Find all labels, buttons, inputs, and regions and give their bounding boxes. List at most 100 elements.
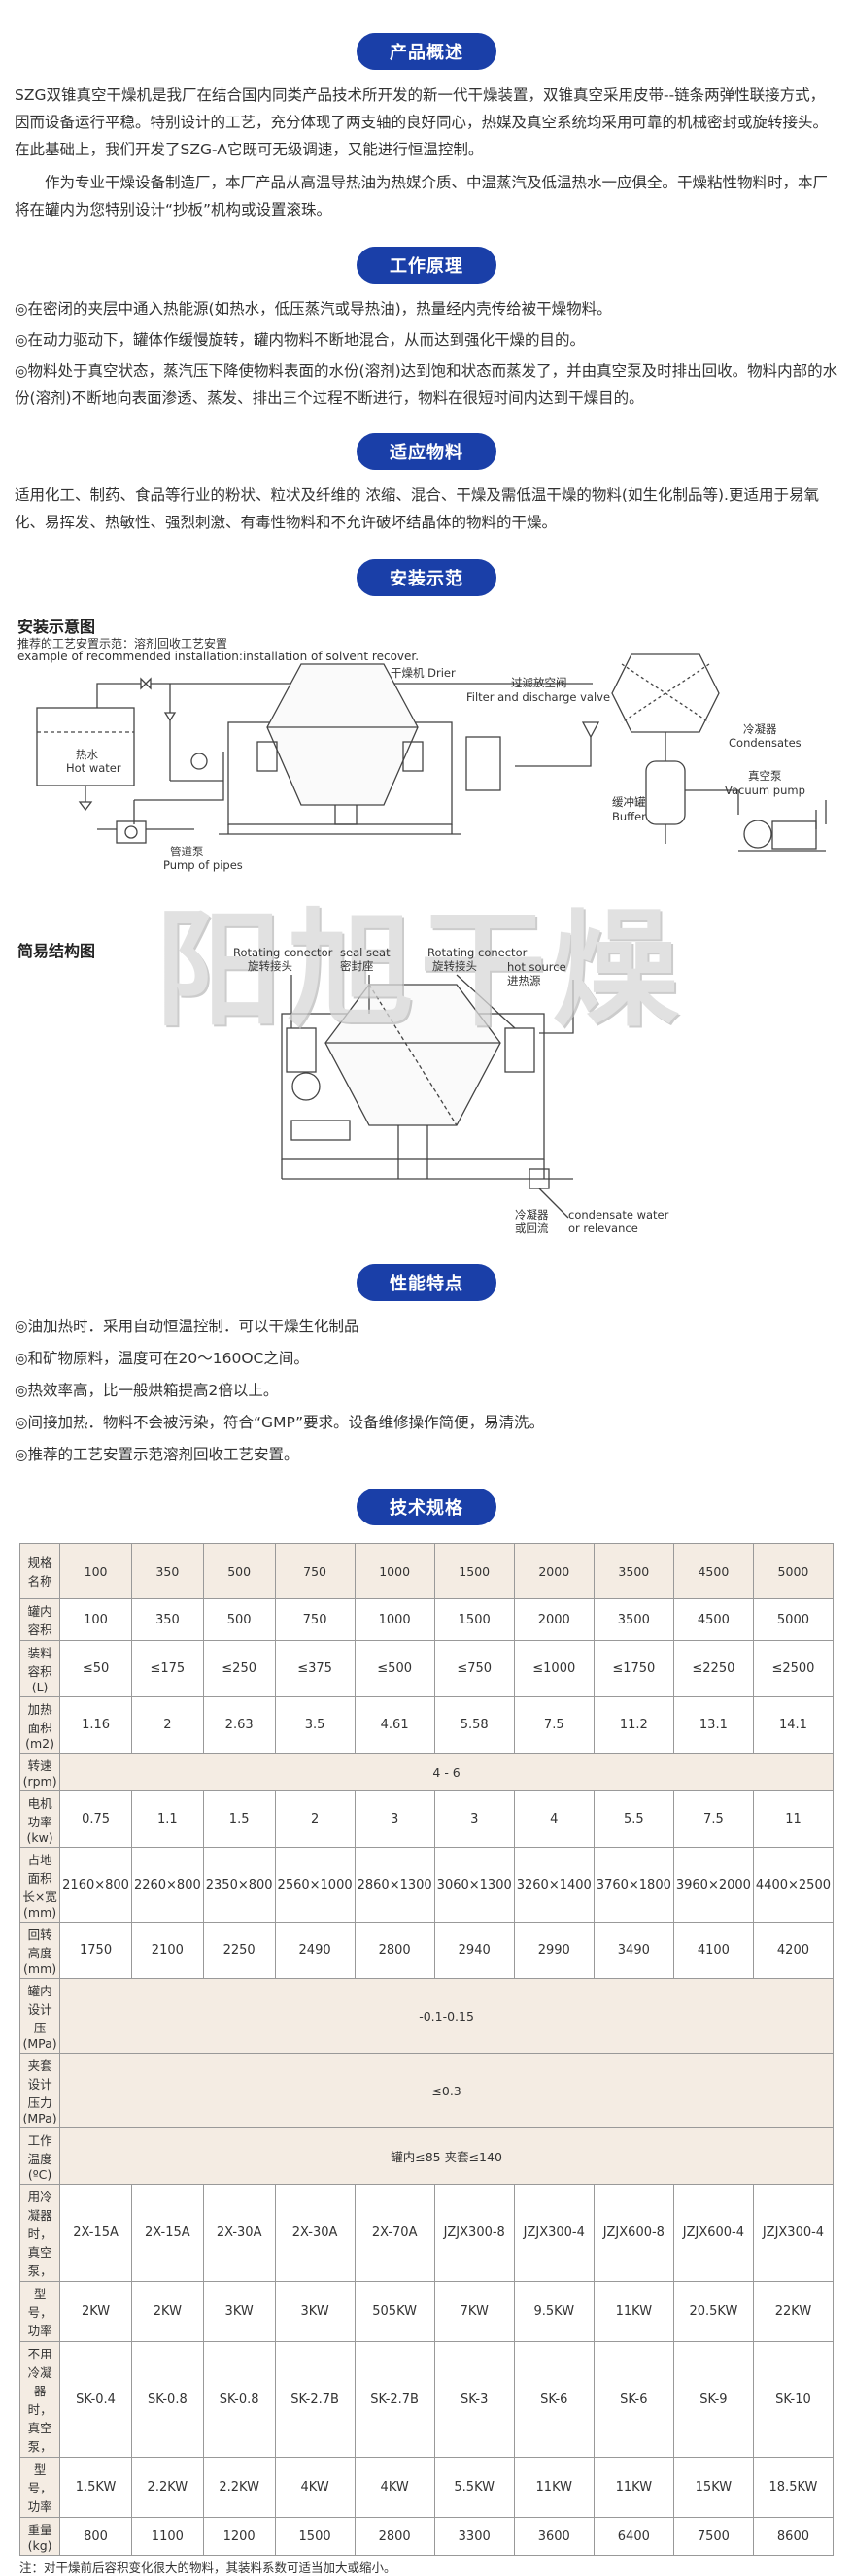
materials-paragraph: 适用化工、制药、食品等行业的粉状、粒状及纤维的 浓缩、混合、干燥及需低温干燥的物… (15, 486, 819, 531)
table-cell: JZJX300-4 (513, 2184, 595, 2282)
watermark-logo: 阳旭干燥 (155, 896, 685, 1044)
row-label: 罐内容积 (18, 1598, 61, 1641)
table-cell: 500 (202, 1598, 276, 1641)
table-cell: 3760×1800 (593, 1847, 674, 1923)
table-cell: 3260×1400 (513, 1847, 595, 1923)
table-cell: 4 (513, 1790, 595, 1848)
table-cell: 4KW (354, 2457, 435, 2518)
table-cell: 2.2KW (130, 2457, 204, 2518)
table-cell: 3300 (433, 2517, 515, 2556)
table-cell: 2.63 (202, 1696, 276, 1754)
table-cell: 4200 (752, 1922, 835, 1979)
row-label: 工作温度 (ºC) (18, 2127, 61, 2185)
table-cell: 1.5 (202, 1790, 276, 1848)
table-cell: 8600 (752, 2517, 835, 2556)
table-cell: 1.1 (130, 1790, 204, 1848)
table-cell: 15KW (672, 2457, 754, 2518)
table-row: 装料容积 (L)≤50≤175≤250≤375≤500≤750≤1000≤175… (18, 1640, 835, 1697)
label-heat-en: hot source (507, 960, 566, 974)
table-cell: 11 (752, 1790, 835, 1848)
diagram-subtitle-en: example of recommended installation:inst… (17, 650, 420, 663)
table-cell: SK-0.8 (130, 2341, 204, 2458)
diagram-subtitle-cn: 推荐的工艺安置示范：溶剂回收工艺安置 (17, 637, 228, 651)
installation-diagram: 安装示意图 推荐的工艺安置示范：溶剂回收工艺安置 example of reco… (0, 596, 853, 1258)
table-cell: SK-3 (433, 2341, 515, 2458)
feature-line-4: ◎间接加热．物料不会被污染，符合“GMP”要求。设备维修操作简便，易清洗。 (15, 1414, 545, 1431)
section-title-materials: 适应物料 (357, 433, 496, 470)
table-cell: 3 (354, 1790, 435, 1848)
table-cell: 3 (433, 1790, 515, 1848)
row-label: 电机功率 (kw) (18, 1790, 61, 1848)
table-cell: 1200 (202, 2517, 276, 2556)
row-label: 用冷凝器时，真空泵， (18, 2184, 61, 2282)
table-cell: ≤2500 (752, 1640, 835, 1697)
table-cell: 1.16 (59, 1696, 132, 1754)
table-cell: SK-0.8 (202, 2341, 276, 2458)
table-note: 注：对干燥前后容积变化很大的物料，其装料系数可适当加大或缩小。 (19, 2560, 396, 2575)
table-cell: 5.5KW (433, 2457, 515, 2518)
table-cell: ≤500 (354, 1640, 435, 1697)
table-cell: 3500 (593, 1598, 674, 1641)
principle-line-1: ◎在密闭的夹层中通入热能源(如热水，低压蒸汽或导热油)，热量经内壳传给被干燥物料… (15, 300, 612, 318)
table-cell: 3600 (513, 2517, 595, 2556)
table-cell: JZJX300-4 (752, 2184, 835, 2282)
row-label: 转速 (rpm) (18, 1753, 61, 1791)
table-cell: 4100 (672, 1922, 754, 1979)
label-buffer-cn: 缓冲罐 (612, 795, 646, 809)
label-vacuum-cn: 真空泵 (748, 769, 782, 783)
table-header-model: 500 (202, 1543, 276, 1599)
label-pump-en: Pump of pipes (163, 858, 243, 872)
row-label: 型号，功率 (18, 2281, 61, 2342)
table-header-model: 4500 (672, 1543, 754, 1599)
table-cell: 2100 (130, 1922, 204, 1979)
table-cell: ≤50 (59, 1640, 132, 1697)
table-cell: 2800 (354, 1922, 435, 1979)
table-row: 转速 (rpm)4 - 6 (18, 1753, 834, 1791)
label-heat-cn: 进热源 (507, 974, 541, 987)
principle-line-3: ◎物料处于真空状态，蒸汽压下降使物料表面的水份(溶剂)达到饱和状态而蒸发了，并由… (15, 362, 838, 407)
table-cell: 3.5 (274, 1696, 356, 1754)
table-header-model: 2000 (513, 1543, 595, 1599)
header-corner-bottom: 名称 (27, 1574, 52, 1589)
table-cell: 2250 (202, 1922, 276, 1979)
table-cell-span: 4 - 6 (59, 1753, 834, 1791)
table-cell: 3960×2000 (672, 1847, 754, 1923)
table-header-model: 750 (274, 1543, 356, 1599)
table-cell: ≤750 (433, 1640, 515, 1697)
label-condenser-en: Condensates (729, 736, 802, 750)
table-cell: 1000 (354, 1598, 435, 1641)
label-hot-en: Hot water (66, 761, 121, 775)
table-cell: 5.5 (593, 1790, 674, 1848)
table-cell: 4KW (274, 2457, 356, 2518)
feature-line-1: ◎油加热时．采用自动恒温控制．可以干燥生化制品 (15, 1318, 359, 1335)
row-label: 加热面积 (m2) (18, 1696, 61, 1754)
table-cell: 100 (59, 1598, 132, 1641)
label-cw-cn1: 冷凝器 (515, 1208, 549, 1221)
table-header-model: 350 (130, 1543, 204, 1599)
table-cell: ≤1000 (513, 1640, 595, 1697)
table-cell: 3KW (274, 2281, 356, 2342)
label-vacuum-en: Vacuum pump (725, 784, 805, 797)
table-cell-span: 罐内≤85 夹套≤140 (59, 2127, 834, 2185)
table-header-model: 100 (59, 1543, 132, 1599)
table-cell: 750 (274, 1598, 356, 1641)
table-cell: 4.61 (354, 1696, 435, 1754)
table-cell: 0.75 (59, 1790, 132, 1848)
label-pump-cn: 管道泵 (170, 845, 204, 858)
header-corner-top: 规格 (27, 1556, 52, 1570)
table-cell: 2490 (274, 1922, 356, 1979)
table-cell: 5.58 (433, 1696, 515, 1754)
table-cell: 3490 (593, 1922, 674, 1979)
label-cw-en1: condensate water (568, 1208, 669, 1221)
table-cell: 1.5KW (59, 2457, 132, 2518)
table-cell: 22KW (752, 2281, 835, 2342)
section-title-specs: 技术规格 (357, 1489, 496, 1525)
table-row: 罐内设计压 (MPa)-0.1-0.15 (18, 1978, 834, 2054)
